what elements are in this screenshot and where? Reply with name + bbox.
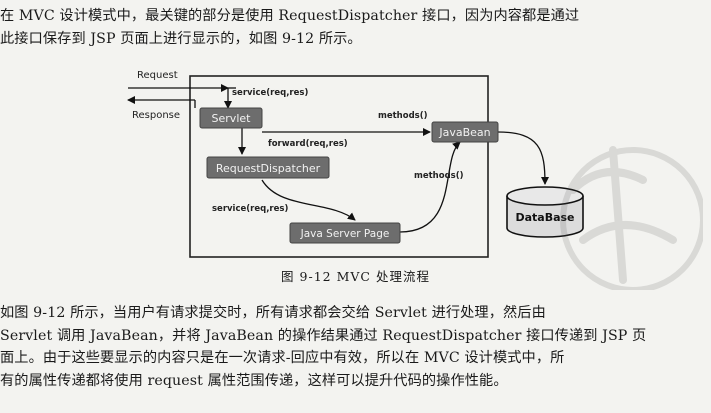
paragraph-line: 有的属性传递都将使用 request 属性范围传递，这样可以提升代码的操作性能。 <box>0 372 508 389</box>
database-node: DataBase <box>506 186 584 238</box>
paragraph-line: 面上。由于这些要显示的内容只是在一次请求-回应中有效，所以在 MVC 设计模式中… <box>0 350 565 366</box>
edge-label-methods-top: methods() <box>378 111 428 121</box>
servlet-node: Servlet <box>199 107 263 129</box>
explanation-paragraph: 如图 9-12 所示，当用户有请求提交时，所有请求都会交给 Servlet 进行… <box>0 302 711 392</box>
response-label: Response <box>132 110 180 121</box>
request-label: Request <box>137 70 178 81</box>
javabean-to-database-arrow <box>497 131 549 185</box>
container-frame <box>189 75 489 258</box>
javabean-label: JavaBean <box>438 126 490 139</box>
edge-label-service-top: service(req,res) <box>232 88 308 98</box>
paragraph-line: 如图 9-12 所示，当用户有请求提交时，所有请求都会交给 Servlet 进行… <box>0 305 546 321</box>
dispatcher-to-jsp-arrow <box>261 179 356 221</box>
database-label: DataBase <box>515 211 574 224</box>
request-dispatcher-label: RequestDispatcher <box>216 162 321 175</box>
jsp-label: Java Server Page <box>300 228 390 240</box>
edge-label-service-bottom: service(req,res) <box>212 204 288 214</box>
javabean-node: JavaBean <box>431 121 499 143</box>
jsp-node: Java Server Page <box>289 222 401 244</box>
paragraph-line: Servlet 调用 JavaBean，并将 JavaBean 的操作结果通过 … <box>0 327 647 344</box>
edge-label-methods-bottom: methods() <box>414 171 464 181</box>
paragraph-line: 在 MVC 设计模式中，最关键的部分是使用 RequestDispatcher … <box>0 8 580 24</box>
edge-label-forward: forward(req,res) <box>268 139 348 149</box>
servlet-label: Servlet <box>212 112 252 125</box>
paragraph-line: 此接口保存到 JSP 页面上进行显示的，如图 9-12 所示。 <box>0 30 362 47</box>
intro-paragraph: 在 MVC 设计模式中，最关键的部分是使用 RequestDispatcher … <box>0 5 711 50</box>
figure-caption: 图 9-12 MVC 处理流程 <box>281 269 430 284</box>
mvc-flow-diagram: Request Response service(req,res) method… <box>127 70 584 258</box>
jsp-to-javabean-arrow <box>399 141 461 233</box>
request-dispatcher-node: RequestDispatcher <box>206 156 330 179</box>
